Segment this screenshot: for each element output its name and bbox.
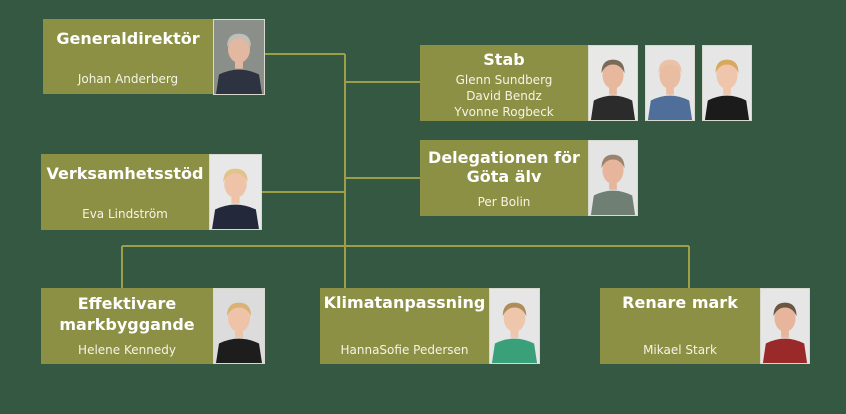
photo-mikael-stark [760,288,810,364]
portrait-shoulders [704,95,750,120]
person-portrait-icon [214,289,264,363]
climate-person: HannaSofie Pedersen [340,343,469,357]
portrait-shoulders [762,338,808,363]
person-portrait-icon [703,46,751,120]
person-portrait-icon [214,20,264,94]
portrait-hair [601,154,625,169]
portrait-shoulders [590,95,636,120]
efficiency-person: Helene Kennedy [78,343,176,357]
portrait-neck [609,84,617,95]
delegation-title-line2: Göta älv [466,167,542,186]
portrait-neck [609,179,617,190]
portrait-neck [231,193,240,204]
director-box: Generaldirektör Johan Anderberg [43,19,213,94]
stab-box: Stab Glenn Sundberg David Bendz Yvonne R… [420,45,588,121]
person-portrait-icon [589,141,637,215]
director-title: Generaldirektör [56,29,200,48]
person-portrait-icon [210,155,261,229]
photo-per-bolin [588,140,638,216]
support-title: Verksamhetsstöd [46,164,204,183]
portrait-neck [235,58,243,69]
portrait-face [602,156,624,184]
efficiency-title-line1: Effektivare [77,294,177,313]
portrait-hair [223,168,248,183]
photo-glenn-sundberg [588,45,638,121]
photo-hannasofie-pedersen [489,288,540,364]
portrait-face [716,61,738,89]
stab-title: Stab [483,50,525,69]
photo-david-bendz [645,45,695,121]
efficiency-box: Effektivare markbyggande Helene Kennedy [41,288,213,364]
portrait-shoulders [216,69,262,94]
portrait-face [503,304,526,332]
portrait-hair [773,302,797,317]
portrait-shoulders [491,338,538,363]
portrait-neck [235,327,243,338]
stab-person-2: David Bendz [466,89,542,103]
climate-title: Klimatanpassning [323,293,486,312]
clean-person: Mikael Stark [643,343,717,357]
stab-person-3: Yvonne Rogbeck [454,105,554,119]
support-box: Verksamhetsstöd Eva Lindström [41,154,209,230]
portrait-shoulders [216,338,262,363]
portrait-face [774,304,796,332]
portrait-face [224,170,247,198]
photo-yvonne-rogbeck [702,45,752,121]
portrait-shoulders [212,204,259,229]
person-portrait-icon [589,46,637,120]
portrait-hair [715,59,739,74]
person-portrait-icon [490,289,539,363]
portrait-hair [601,59,625,74]
photo-johan-anderberg [213,19,265,95]
person-portrait-icon [761,289,809,363]
person-portrait-icon [646,46,694,120]
portrait-hair [502,302,527,317]
portrait-shoulders [590,190,636,215]
portrait-face [659,61,681,89]
portrait-neck [781,327,789,338]
portrait-shoulders [647,95,693,120]
portrait-face [228,35,250,63]
delegation-person: Per Bolin [477,195,531,209]
delegation-box: Delegationen för Göta älv Per Bolin [420,140,588,216]
support-person: Eva Lindström [82,207,168,221]
delegation-title-line1: Delegationen för [428,148,580,167]
portrait-face [228,304,250,332]
portrait-neck [510,327,519,338]
clean-title: Renare mark [622,293,738,312]
climate-box: Klimatanpassning HannaSofie Pedersen [320,288,489,364]
portrait-neck [723,84,731,95]
efficiency-title-line2: markbyggande [59,315,195,334]
portrait-hair [658,59,682,74]
photo-helene-kennedy [213,288,265,364]
portrait-face [602,61,624,89]
clean-box: Renare mark Mikael Stark [600,288,760,364]
photo-eva-lindstrom [209,154,262,230]
portrait-neck [666,84,674,95]
director-person: Johan Anderberg [77,72,179,86]
portrait-hair [227,33,251,48]
portrait-hair [227,302,251,317]
stab-person-1: Glenn Sundberg [455,73,553,87]
